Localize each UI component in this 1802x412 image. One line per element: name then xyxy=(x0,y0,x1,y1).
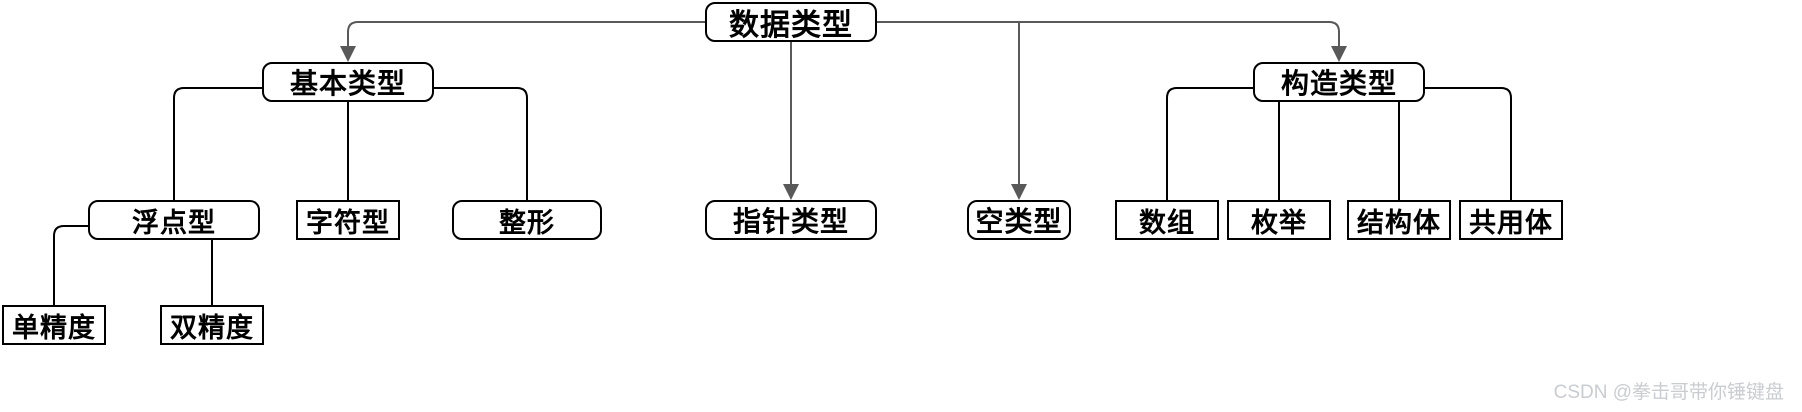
node-root-data-type[interactable]: 数据类型 xyxy=(705,2,877,42)
node-label: 共用体 xyxy=(1469,207,1553,238)
edge-compound-to-enum xyxy=(1253,87,1289,200)
node-label: 枚举 xyxy=(1251,207,1307,238)
node-union-type[interactable]: 共用体 xyxy=(1459,200,1563,240)
edge-root-to-basic xyxy=(340,21,705,62)
node-compound-type[interactable]: 构造类型 xyxy=(1253,62,1425,102)
edge-compound-to-array xyxy=(1166,87,1253,200)
node-label: 双精度 xyxy=(170,312,254,343)
csdn-watermark: CSDN @拳击哥带你锤键盘 xyxy=(1553,382,1784,403)
node-enum-type[interactable]: 枚举 xyxy=(1227,200,1331,240)
node-double-precision[interactable]: 双精度 xyxy=(160,305,264,345)
node-single-precision[interactable]: 单精度 xyxy=(2,305,106,345)
edge-compound-to-union xyxy=(1425,87,1512,200)
node-char-type[interactable]: 字符型 xyxy=(296,200,400,240)
edge-float-to-single xyxy=(53,225,88,305)
node-label: 数组 xyxy=(1139,207,1195,238)
edge-compound-to-struct xyxy=(1398,87,1425,200)
node-label: 构造类型 xyxy=(1280,68,1397,99)
node-float-type[interactable]: 浮点型 xyxy=(88,200,260,240)
edge-basic-to-float xyxy=(173,87,262,200)
node-label: 结构体 xyxy=(1357,207,1441,238)
edge-basic-to-int xyxy=(434,87,528,200)
node-label: 浮点型 xyxy=(132,207,216,238)
node-pointer-type[interactable]: 指针类型 xyxy=(705,200,877,240)
node-basic-type[interactable]: 基本类型 xyxy=(262,62,434,102)
node-label: 数据类型 xyxy=(729,9,853,42)
node-array-type[interactable]: 数组 xyxy=(1115,200,1219,240)
node-label: 整形 xyxy=(499,207,555,238)
node-label: 指针类型 xyxy=(732,206,849,237)
node-label: 单精度 xyxy=(12,312,96,343)
node-integer-type[interactable]: 整形 xyxy=(452,200,602,240)
node-label: 基本类型 xyxy=(289,68,406,99)
node-label: 空类型 xyxy=(975,206,1063,237)
node-label: 字符型 xyxy=(306,207,390,238)
edge-root-to-compound xyxy=(877,21,1347,62)
edge-root-to-void xyxy=(877,21,1027,200)
node-struct-type[interactable]: 结构体 xyxy=(1347,200,1451,240)
node-void-type[interactable]: 空类型 xyxy=(967,200,1071,240)
